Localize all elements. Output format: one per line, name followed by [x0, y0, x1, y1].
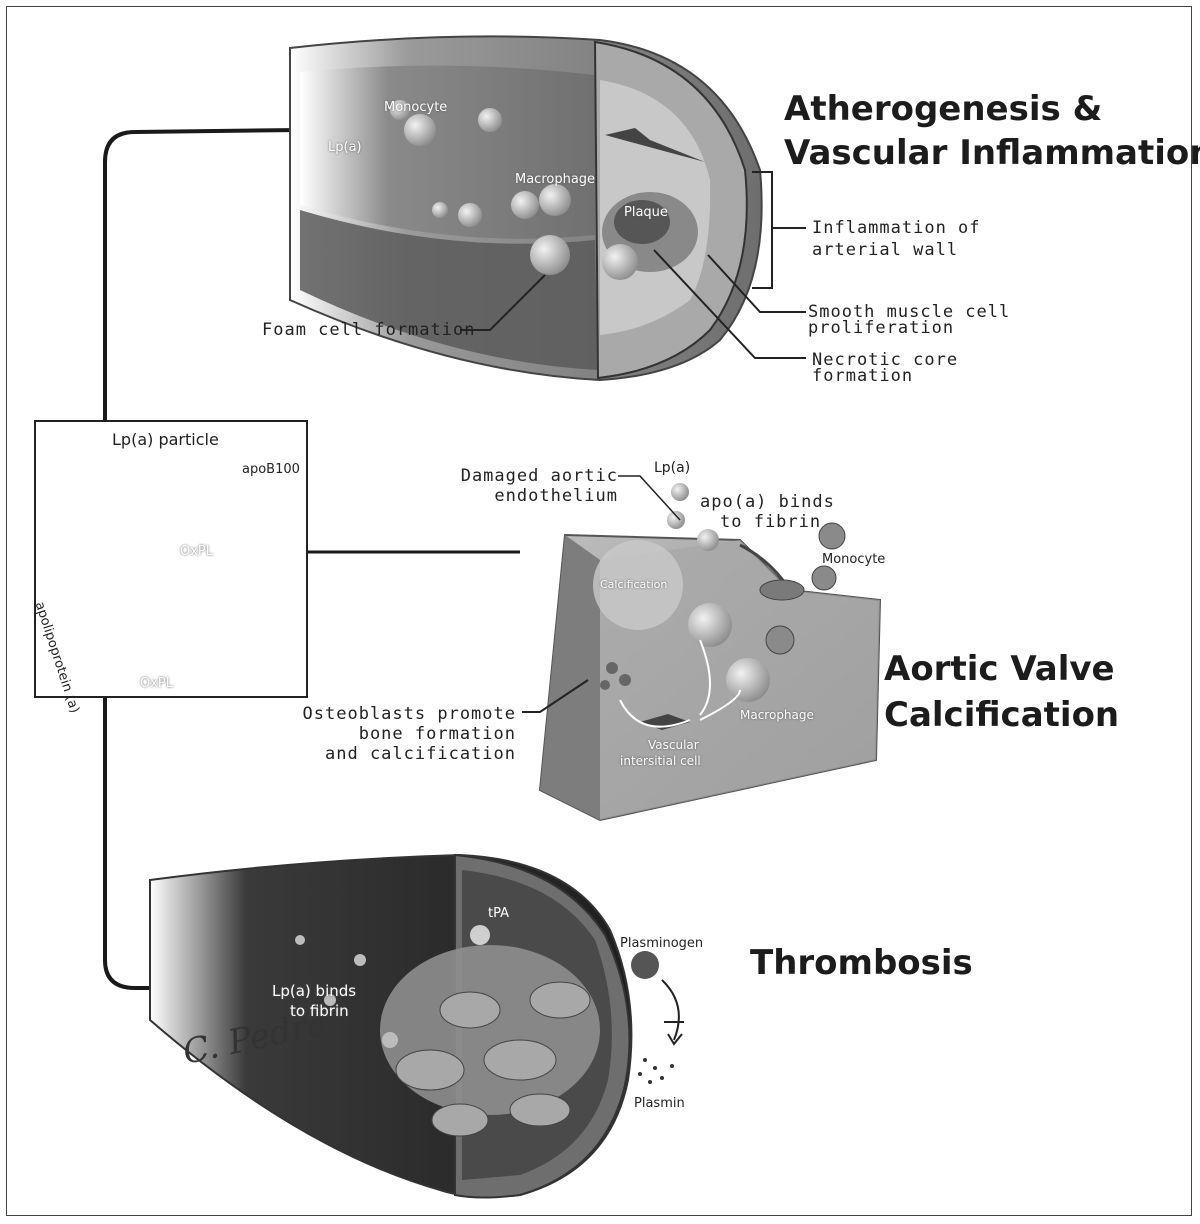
label-plasminogen: Plasminogen — [620, 936, 703, 951]
title-aortic-line1: Aortic Valve — [884, 646, 1115, 692]
label-macrophage-valve: Macrophage — [740, 708, 814, 722]
label-osteoblasts-line1: Osteoblasts promote — [296, 704, 516, 724]
label-oxpl-bottom: OxPL — [140, 676, 173, 691]
label-calcification: Calcification — [600, 578, 667, 591]
label-osteoblasts-line3: and calcification — [296, 744, 516, 764]
label-oxpl-center: OxPL — [180, 544, 213, 559]
title-thrombosis: Thrombosis — [750, 940, 973, 986]
callout-smooth-line2: proliferation — [808, 318, 954, 338]
label-macrophage-top: Macrophage — [515, 172, 595, 187]
label-apob100: apoB100 — [242, 462, 300, 477]
label-plaque: Plaque — [624, 205, 668, 220]
label-damaged-line1: Damaged aortic — [460, 466, 618, 486]
title-atherogenesis-line1: Atherogenesis & — [784, 86, 1102, 132]
label-monocyte-valve: Monocyte — [822, 552, 885, 567]
label-binds-fibrin-line2: to fibrin — [720, 512, 821, 532]
label-binds-fibrin-line1: apo(a) binds — [700, 492, 835, 512]
label-lpa-valve: Lp(a) — [654, 460, 690, 476]
label-lpa-top: Lp(a) — [328, 140, 362, 155]
particle-title: Lp(a) particle — [112, 430, 219, 449]
title-aortic-line2: Calcification — [884, 692, 1119, 738]
title-atherogenesis-line2: Vascular Inflammation — [784, 130, 1200, 176]
callout-foam-cell: Foam cell formation — [262, 320, 475, 340]
label-tpa: tPA — [488, 906, 509, 921]
label-osteoblasts-line2: bone formation — [296, 724, 516, 744]
label-vic-line1: Vascular — [648, 738, 699, 752]
aortic-valve-block — [522, 476, 880, 820]
label-vic-line2: intersitial cell — [620, 754, 701, 768]
callout-inflammation-line1: Inflammation of — [812, 218, 981, 238]
label-damaged-line2: endothelium — [460, 486, 618, 506]
label-lpa-binds-line1: Lp(a) binds — [272, 982, 356, 1000]
label-monocyte-top: Monocyte — [384, 100, 447, 115]
label-plasmin: Plasmin — [634, 1096, 685, 1111]
callout-inflammation-line2: arterial wall — [812, 240, 958, 260]
callout-necrotic-line2: formation — [812, 366, 913, 386]
